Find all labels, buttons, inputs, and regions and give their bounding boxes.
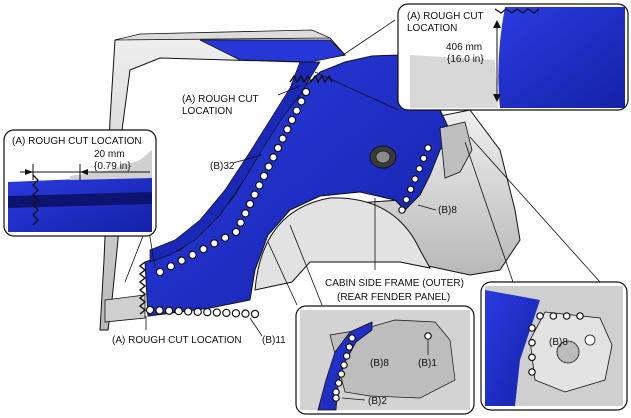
weld-b2-detail-center: (B)2 xyxy=(368,396,387,407)
weld-spot xyxy=(155,306,164,315)
weld-spot xyxy=(348,334,356,342)
weld-spot xyxy=(297,97,306,106)
weld-spot xyxy=(193,307,202,317)
cabin-side-frame-label-2: (REAR FENDER PANEL) xyxy=(337,292,450,303)
weld-spot xyxy=(259,171,269,181)
rough-cut-left-box-label: (A) ROUGH CUT LOCATION xyxy=(12,136,142,147)
weld-spot xyxy=(398,206,406,214)
weld-spot xyxy=(415,164,424,173)
tail-light-opening xyxy=(439,121,473,179)
weld-spot xyxy=(536,312,544,320)
weld-spot xyxy=(273,143,283,153)
rough-cut-top-center-label-1: (A) ROUGH CUT xyxy=(182,94,259,105)
weld-spot xyxy=(287,115,297,125)
dim-406-mm: 406 mm xyxy=(446,42,482,53)
weld-spot xyxy=(424,144,432,152)
rough-cut-bottom-label: (A) ROUGH CUT LOCATION xyxy=(112,335,242,346)
weld-spot xyxy=(231,309,241,318)
weld-spot xyxy=(337,370,346,378)
weld-spot xyxy=(528,353,536,362)
weld-b8-detail-center: (B)8 xyxy=(370,358,389,369)
roof-rail-blue xyxy=(199,39,346,63)
weld-spot xyxy=(562,312,571,320)
weld-spot xyxy=(199,244,208,254)
weld-spot xyxy=(549,312,558,320)
cabin-side-frame-label-1: CABIN SIDE FRAME (OUTER) xyxy=(325,278,464,289)
weld-spot xyxy=(145,305,155,315)
main-weld-spots xyxy=(145,87,432,319)
weld-spot xyxy=(340,361,348,369)
weld-spot xyxy=(177,256,186,265)
right-detail-weld-spots xyxy=(528,312,584,376)
weld-b1-detail-center: (B)1 xyxy=(418,358,437,369)
weld-spot xyxy=(264,162,273,171)
weld-spot xyxy=(278,134,287,143)
weld-spot xyxy=(528,368,536,376)
rough-cut-rocker-zigzag xyxy=(138,261,147,315)
weld-spot xyxy=(269,153,278,162)
rocker-grey xyxy=(104,294,146,323)
dim-20-in: {0.79 in} xyxy=(94,161,131,172)
weld-b8-main-label: (B)8 xyxy=(438,205,457,216)
weld-spot xyxy=(406,185,415,194)
c-pillar-blue xyxy=(149,61,321,263)
weld-spot xyxy=(250,309,260,319)
weld-spot xyxy=(345,343,354,351)
weld-spot xyxy=(222,308,231,318)
weld-spot xyxy=(334,379,343,387)
weld-spot xyxy=(342,352,351,360)
center-detail-weld-spots xyxy=(332,332,432,402)
dim-20-mm: 20 mm xyxy=(94,149,125,160)
weld-spot xyxy=(203,307,212,317)
weld-spot xyxy=(424,332,432,340)
rough-cut-top-center-label-2: LOCATION xyxy=(182,106,232,117)
weld-spot xyxy=(250,190,259,199)
weld-b8-detail-right: (B)8 xyxy=(549,337,568,348)
detail-box-bottom-right: (B)8 xyxy=(480,281,628,411)
rough-cut-roof-zigzag xyxy=(289,74,333,84)
weld-spot xyxy=(174,306,183,316)
weld-spot xyxy=(241,309,250,318)
rough-cut-top-right-label-1: (A) ROUGH CUT xyxy=(407,11,484,22)
weld-spot xyxy=(236,218,245,227)
weld-spot xyxy=(419,154,428,163)
weld-spot xyxy=(245,199,255,209)
detail-box-bottom-center: (B)8 (B)1 (B)2 xyxy=(295,305,475,415)
weld-spot xyxy=(241,209,250,218)
weld-spot xyxy=(301,87,311,97)
weld-spot xyxy=(528,324,536,332)
detail-box-left: (A) ROUGH CUT LOCATION 20 mm {0.79 in} xyxy=(3,129,157,237)
weld-spot xyxy=(220,233,230,242)
weld-spot xyxy=(212,308,222,317)
roof-panel xyxy=(114,29,331,41)
weld-spot xyxy=(402,195,411,204)
weld-spot xyxy=(292,106,301,115)
weld-spot xyxy=(183,307,193,316)
weld-spot xyxy=(528,338,536,347)
weld-spot xyxy=(576,312,584,320)
detail-box-top-right: (A) ROUGH CUT LOCATION 406 mm {16.0 in} xyxy=(397,3,629,111)
weld-b11-label: (B)11 xyxy=(262,335,286,346)
weld-spot xyxy=(164,306,174,315)
weld-spot xyxy=(411,175,419,183)
weld-spot xyxy=(210,239,219,248)
rough-cut-top-right-label-2: LOCATION xyxy=(407,23,457,34)
weld-b32-label: (B)32 xyxy=(210,161,235,172)
weld-spot xyxy=(231,227,241,237)
weld-spot xyxy=(283,125,292,134)
dim-406-in: {16.0 in} xyxy=(447,54,484,65)
weld-spot xyxy=(188,250,197,260)
rough-cut-lines xyxy=(138,74,333,315)
weld-spot xyxy=(166,262,176,271)
wheel-arch-inner xyxy=(254,197,431,291)
weld-spot xyxy=(155,267,165,277)
weld-spot xyxy=(332,394,340,402)
main-body-illustration xyxy=(99,29,521,331)
weld-spot xyxy=(255,181,264,190)
